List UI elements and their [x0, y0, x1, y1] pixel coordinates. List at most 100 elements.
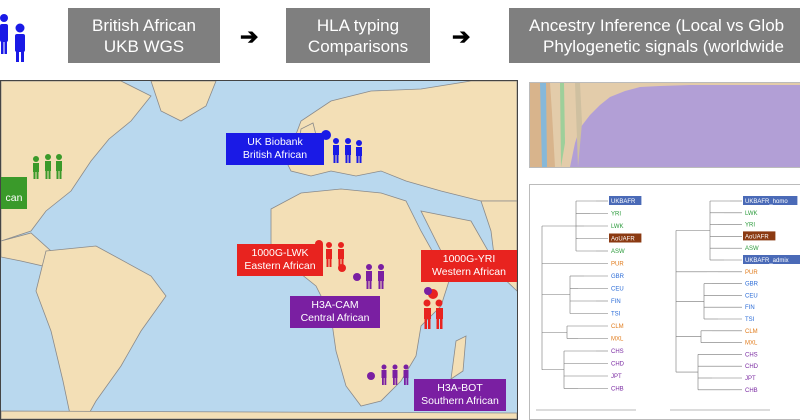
tree-leaf-yri: YRI: [745, 223, 755, 229]
bot-line2: Southern African: [421, 395, 499, 407]
people-icon-lwk: [326, 242, 344, 267]
svg-text:UKBAFR_homo: UKBAFR_homo: [745, 199, 788, 205]
svg-text:AoUAFR: AoUAFR: [745, 234, 769, 240]
tree-leaf-chs: CHS: [611, 349, 624, 355]
tree-leaf-ukbafr_homo: UKBAFR_homo: [743, 196, 798, 205]
tree-leaf-mxl: MXL: [745, 341, 758, 347]
people-icon-blue: [0, 4, 30, 69]
tree-leaf-aouafr: AoUAFR: [609, 233, 642, 243]
tree-leaf-clm: CLM: [745, 329, 758, 335]
svg-text:MXL: MXL: [611, 337, 624, 343]
svg-text:LWK: LWK: [745, 211, 758, 217]
svg-text:YRI: YRI: [745, 223, 755, 229]
step1-line1: British African: [92, 15, 196, 35]
tree-leaf-asw: ASW: [745, 246, 759, 252]
tree-leaf-gbr: GBR: [611, 274, 625, 280]
tree-leaf-tsi: TSI: [745, 317, 755, 323]
label-1000g-lwk: 1000G-LWK Eastern African: [237, 244, 323, 276]
step-british-african-ukb-wgs: British African UKB WGS: [68, 8, 220, 63]
arrow-right-icon: ➔: [240, 24, 259, 49]
tree-leaf-chb: CHB: [745, 388, 758, 394]
tree-leaf-chb: CHB: [611, 387, 624, 393]
svg-text:FIN: FIN: [745, 305, 755, 311]
label-uk-biobank: UK Biobank British African: [226, 133, 324, 165]
label-1000g-yri: 1000G-YRI Western African: [421, 250, 517, 282]
ukb-line2: British African: [242, 149, 308, 161]
svg-text:LWK: LWK: [611, 224, 624, 230]
svg-text:GBR: GBR: [611, 274, 625, 280]
tree-leaf-tsi: TSI: [611, 312, 621, 318]
step2-line2: Comparisons: [307, 36, 409, 56]
people-icon-ukb: [333, 138, 362, 163]
svg-text:CEU: CEU: [611, 287, 624, 293]
tree-leaf-pur: PUR: [745, 270, 758, 276]
svg-text:TSI: TSI: [745, 317, 755, 323]
svg-text:JPT: JPT: [745, 376, 756, 382]
svg-text:CHD: CHD: [611, 362, 625, 368]
people-icon-yri: [423, 299, 443, 329]
svg-text:PUR: PUR: [745, 270, 758, 276]
tree-leaf-ceu: CEU: [745, 293, 758, 299]
tree-leaf-lwk: LWK: [611, 224, 624, 230]
ancestry-barplot: [529, 82, 800, 168]
label-h3a-cam: H3A-CAM Central African: [290, 296, 380, 328]
label-h3a-bot: H3A-BOT Southern African: [414, 379, 506, 411]
svg-text:CHB: CHB: [745, 388, 758, 394]
svg-text:GBR: GBR: [745, 282, 759, 288]
tree-leaf-fin: FIN: [745, 305, 755, 311]
svg-text:JPT: JPT: [611, 374, 622, 380]
svg-text:YRI: YRI: [611, 212, 621, 218]
svg-text:CHS: CHS: [745, 352, 758, 358]
tree-leaf-lwk: LWK: [745, 211, 758, 217]
svg-text:PUR: PUR: [611, 262, 624, 268]
people-icon-cam: [366, 264, 384, 289]
people-icon-bot: [381, 364, 409, 385]
svg-text:UKBAFR: UKBAFR: [611, 199, 636, 205]
tree-leaf-jpt: JPT: [611, 374, 622, 380]
tree-leaf-yri: YRI: [611, 212, 621, 218]
step-hla-typing: HLA typing Comparisons: [286, 8, 430, 63]
arrow-right-icon: ➔: [452, 24, 471, 49]
people-icon-green: [33, 154, 62, 179]
step1-line2: UKB WGS: [103, 36, 185, 56]
tree-leaf-gbr: GBR: [745, 282, 759, 288]
step2-line1: HLA typing: [316, 15, 400, 35]
tree-svg: UKBAFR YRI LWK AoUAFR ASW PUR GBR CEU FIN TSI CLM M…: [536, 196, 800, 411]
svg-text:CHD: CHD: [745, 364, 759, 370]
tree-leaf-mxl: MXL: [611, 337, 624, 343]
svg-text:FIN: FIN: [611, 299, 621, 305]
svg-text:CHB: CHB: [611, 387, 624, 393]
tree-leaf-ceu: CEU: [611, 287, 624, 293]
bot-line1: H3A-BOT: [437, 382, 483, 394]
svg-text:ASW: ASW: [745, 246, 759, 252]
cam-line1: H3A-CAM: [311, 299, 359, 311]
world-map: UK Biobank British African can 1000G-LWK…: [0, 80, 518, 420]
step-ancestry-inference: Ancestry Inference (Local vs Glob Phylog…: [509, 8, 800, 63]
tree-leaf-chd: CHD: [745, 364, 759, 370]
svg-text:UKBAFR_admix: UKBAFR_admix: [745, 258, 789, 264]
yri-line1: 1000G-YRI: [442, 253, 496, 265]
phylogenetic-trees: UKBAFR YRI LWK AoUAFR ASW PUR GBR CEU FIN TSI CLM M…: [529, 184, 800, 420]
step3-line2: Phylogenetic signals (worldwide: [543, 36, 784, 56]
americas-line1: can: [5, 192, 23, 204]
yri-line2: Western African: [432, 266, 506, 278]
label-americas: can: [1, 177, 27, 209]
svg-text:AoUAFR: AoUAFR: [611, 237, 635, 243]
tree-leaf-chs: CHS: [745, 352, 758, 358]
svg-text:TSI: TSI: [611, 312, 621, 318]
tree-leaf-fin: FIN: [611, 299, 621, 305]
tree-leaf-ukbafr_admix: UKBAFR_admix: [743, 255, 800, 264]
lwk-line1: 1000G-LWK: [251, 247, 309, 259]
cam-line2: Central African: [300, 312, 370, 324]
ukb-line1: UK Biobank: [247, 136, 303, 148]
svg-text:CLM: CLM: [611, 324, 624, 330]
svg-text:ASW: ASW: [611, 249, 625, 255]
tree-leaf-chd: CHD: [611, 362, 625, 368]
svg-text:MXL: MXL: [745, 341, 758, 347]
lwk-line2: Eastern African: [244, 260, 316, 272]
tree-leaf-aouafr: AoUAFR: [743, 231, 776, 241]
tree-leaf-jpt: JPT: [745, 376, 756, 382]
step3-line1: Ancestry Inference (Local vs Glob: [529, 15, 785, 35]
svg-text:CLM: CLM: [745, 329, 758, 335]
tree-leaf-asw: ASW: [611, 249, 625, 255]
